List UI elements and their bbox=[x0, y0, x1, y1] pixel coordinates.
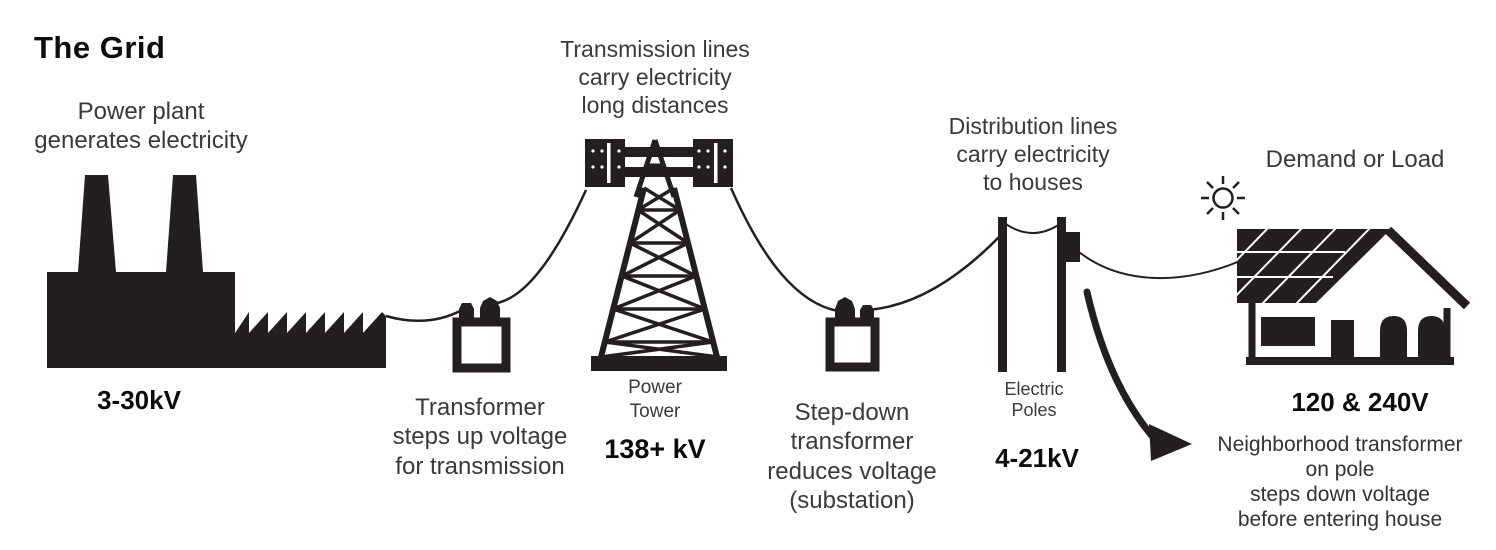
power-line-icon bbox=[729, 187, 839, 313]
solar-panels-icon bbox=[1237, 229, 1391, 303]
power-plant-label: Power plant generates electricity bbox=[34, 98, 248, 155]
power-line-icon bbox=[385, 308, 463, 322]
smokestack-icon bbox=[78, 175, 116, 272]
smokestack-icon bbox=[166, 175, 203, 272]
distribution-voltage: 4-21kV bbox=[995, 443, 1079, 473]
power-plant-voltage: 3-30kV bbox=[97, 385, 181, 415]
transmission-voltage: 138+ kV bbox=[604, 434, 706, 464]
roof-line bbox=[1384, 226, 1471, 310]
step-up-transformer-label: Transformer steps up voltage for transmi… bbox=[392, 394, 568, 480]
step-up-transformer-icon bbox=[452, 297, 511, 373]
door-icon bbox=[1331, 320, 1354, 363]
electric-pole-icon bbox=[1057, 217, 1066, 372]
step-down-transformer-label: Step-down transformer reduces voltage (s… bbox=[767, 399, 937, 514]
transmission-label: Transmission lines carry electricity lon… bbox=[560, 36, 750, 119]
power-line-icon bbox=[1078, 251, 1241, 280]
power-line-icon bbox=[490, 189, 588, 306]
step-down-transformer-icon bbox=[825, 297, 880, 372]
distribution-label: Distribution lines carry electricity to … bbox=[948, 113, 1118, 196]
sun-icon bbox=[1201, 176, 1245, 220]
demand-label: Demand or Load bbox=[1265, 146, 1445, 173]
power-line-icon bbox=[865, 234, 1002, 312]
demand-voltage: 120 & 240V bbox=[1291, 387, 1429, 417]
neighborhood-transformer-note: Neighborhood transformer on pole steps d… bbox=[1217, 433, 1463, 531]
transmission-tower-icon bbox=[585, 139, 733, 371]
electric-pole-icon bbox=[998, 217, 1007, 372]
diagram-title: The Grid bbox=[34, 30, 166, 65]
power-plant-icon bbox=[47, 175, 386, 368]
arched-window-icon bbox=[1380, 316, 1407, 361]
curved-arrow-icon bbox=[1083, 288, 1192, 461]
pole-transformer-icon bbox=[1064, 232, 1080, 262]
electric-poles-label: Electric Poles bbox=[1004, 379, 1064, 421]
window-icon bbox=[1261, 317, 1315, 346]
house-icon bbox=[1237, 226, 1471, 365]
power-line-icon bbox=[1002, 221, 1061, 234]
electric-poles-icon bbox=[998, 217, 1080, 372]
arched-window-icon bbox=[1418, 316, 1445, 361]
power-tower-label: Power Tower bbox=[628, 377, 682, 422]
